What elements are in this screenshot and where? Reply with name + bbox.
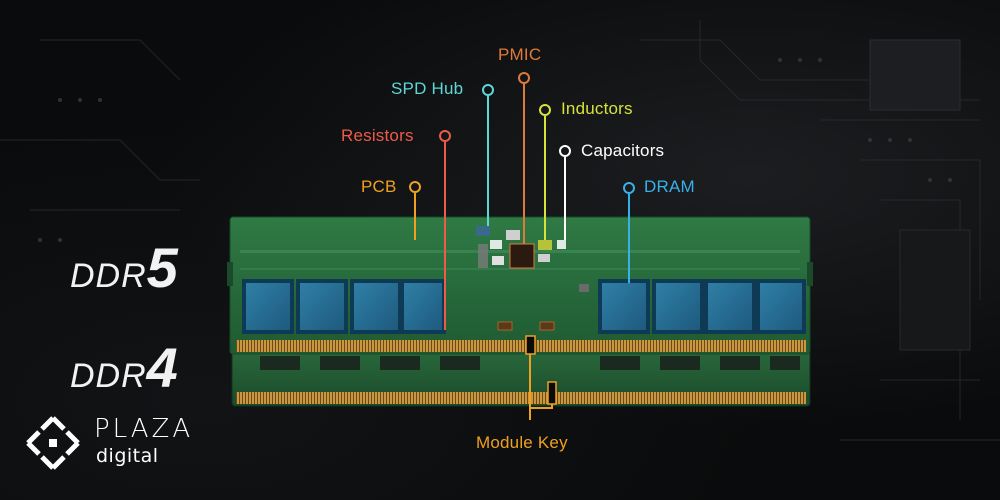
inductors-label: Inductors (561, 99, 633, 118)
ddr5-module (227, 216, 813, 355)
logo-name: PLAZA (94, 414, 194, 444)
ddr4-chips (260, 356, 800, 370)
spd-hub-label: SPD Hub (391, 79, 464, 98)
pmic-label: PMIC (498, 45, 542, 64)
background-dots (38, 58, 952, 242)
resistors-label: Resistors (341, 126, 414, 145)
pcb-marker (409, 181, 421, 193)
pmic-marker (518, 72, 530, 84)
ddr4-pins-right (556, 392, 806, 404)
ddr4-heading-text: DDR (70, 357, 147, 395)
dram-chips-left (242, 279, 446, 334)
dram-label: DRAM (644, 177, 695, 196)
ddr5-pins-right (536, 340, 806, 352)
module-key-lines (529, 354, 553, 420)
ddr5-heading: DDR5 (70, 235, 178, 300)
background-chip-shape (899, 229, 971, 351)
pcb-label: PCB (361, 177, 397, 196)
ddr4-module (231, 347, 811, 407)
dram-marker (623, 182, 635, 194)
spd-hub-marker (482, 84, 494, 96)
module-key-label: Module Key (476, 433, 568, 452)
callout-lines (409, 72, 635, 420)
capacitors-marker (559, 145, 571, 157)
ddr5-key-notch (525, 335, 536, 355)
background-traces (0, 20, 1000, 441)
logo-sub: digital (96, 445, 159, 467)
ddr5-pins-left (236, 340, 526, 352)
plaza-logo-icon (26, 416, 80, 470)
background-chip-shape (869, 39, 961, 111)
ddr4-key-notch (547, 381, 557, 405)
dram-chips-right (598, 279, 806, 334)
center-components (476, 226, 589, 331)
resistors-marker (439, 130, 451, 142)
ddr4-heading-number: 4 (146, 336, 178, 399)
ddr5-heading-text: DDR (70, 257, 147, 295)
inductors-marker (539, 104, 551, 116)
capacitors-label: Capacitors (581, 141, 665, 160)
ddr4-heading: DDR4 (70, 335, 178, 400)
ddr4-pins-left (236, 392, 548, 404)
ddr5-heading-number: 5 (146, 236, 178, 299)
